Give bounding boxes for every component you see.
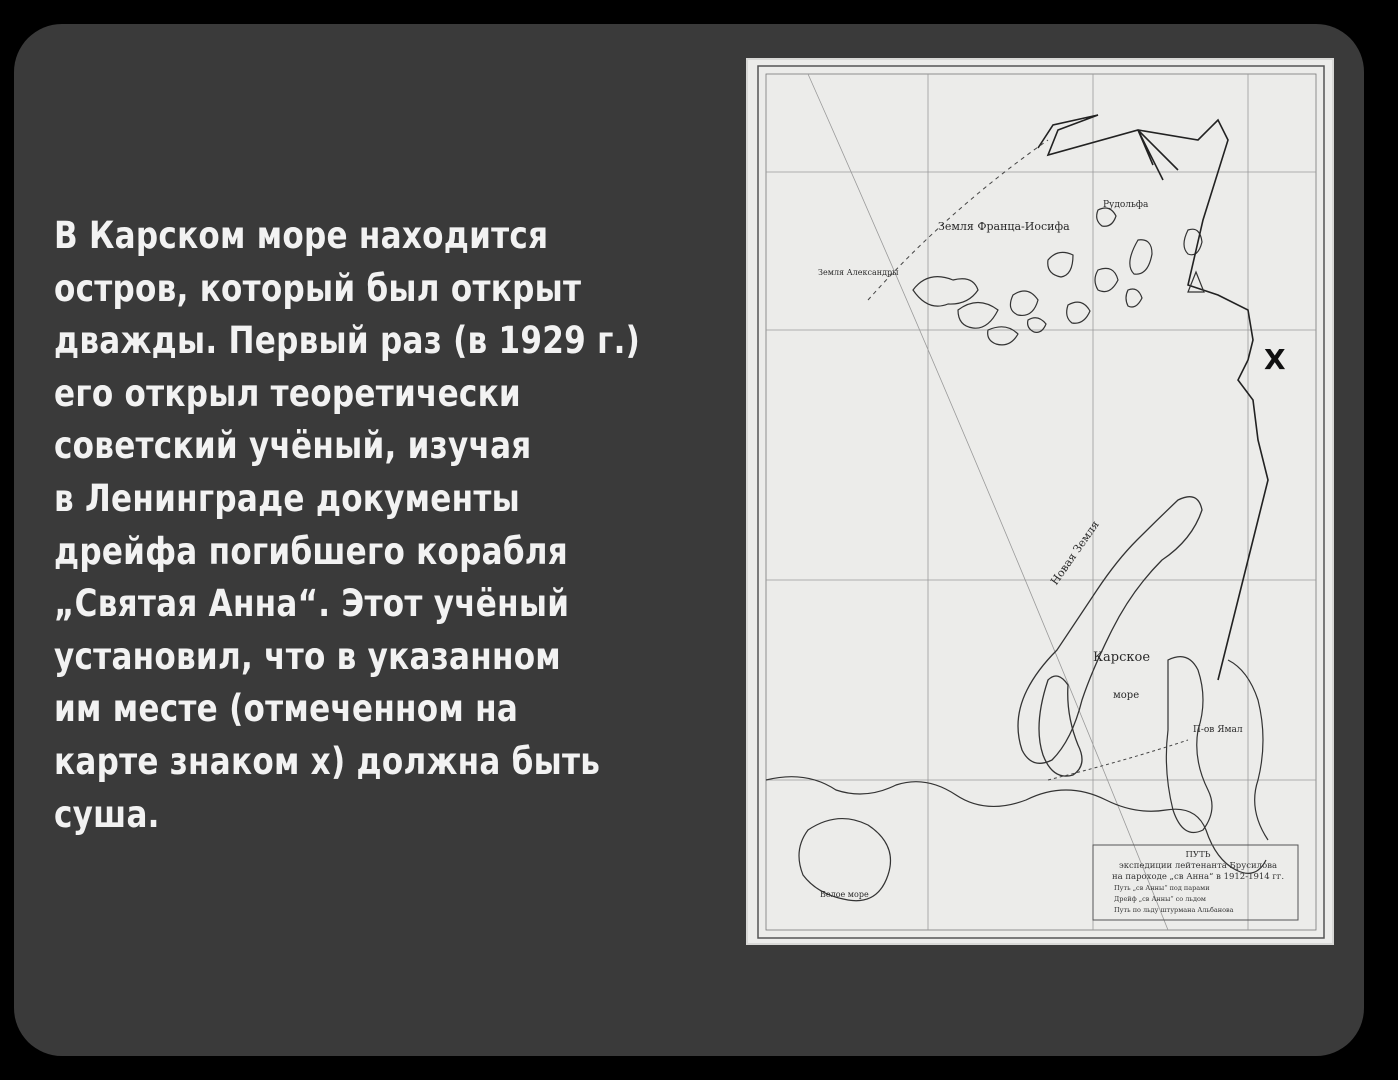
caption-line: дрейфа погибшего корабля <box>54 529 569 573</box>
caption-line: „Святая Анна“. Этот учёный <box>54 582 570 626</box>
caption-line: суша. <box>54 792 160 836</box>
caption-text: В Карском море находится остров, который… <box>54 210 641 841</box>
caption-line: остров, который был открыт <box>54 266 582 310</box>
legend-line: экспедиции лейтенанта Брусилова <box>1118 861 1278 871</box>
slide-frame: В Карском море находится остров, который… <box>14 24 1364 1056</box>
legend-title: ПУТЬ <box>1185 850 1211 860</box>
map-label-kara-sea: Карское <box>1093 650 1151 665</box>
legend-item: Путь по льду штурмана Альбанова <box>1114 906 1234 914</box>
map-label-rudolf: Рудольфа <box>1103 200 1149 210</box>
caption-line: карте знаком х) должна быть <box>54 739 601 783</box>
x-mark-icon: Х <box>1264 343 1286 376</box>
caption-line: его открыл теоретически <box>54 371 521 415</box>
caption-line: в Ленинграде документы <box>54 476 521 520</box>
legend-item: Дрейф „св Анны“ со льдом <box>1114 895 1206 903</box>
legend-item: Путь „св Анны“ под парами <box>1114 884 1210 892</box>
map-drawing <box>757 65 1325 939</box>
map-label-yamal: П-ов Ямал <box>1193 725 1243 735</box>
caption-line: В Карском море находится <box>54 214 549 257</box>
map-label-alexandra: Земля Александры <box>818 268 899 277</box>
caption-line: установил, что в указанном <box>54 634 561 678</box>
caption-line: им месте (отмеченном на <box>54 687 519 731</box>
map-legend: ПУТЬ экспедиции лейтенанта Брусилова на … <box>1098 850 1298 916</box>
legend-line: на пароходе „св Анна“ в 1912-1914 гг. <box>1111 872 1285 882</box>
caption-line: дважды. Первый раз (в 1929 г.) <box>54 319 641 363</box>
map-label-more: море <box>1113 690 1140 701</box>
caption-line: советский учёный, изучая <box>54 424 532 468</box>
map-label-franz-josef: Земля Франца-Иосифа <box>938 220 1070 233</box>
map-image: Земля Франца-Иосифа Земля Александры Руд… <box>748 60 1332 943</box>
map-label-beloe-more: Белое море <box>820 890 869 899</box>
